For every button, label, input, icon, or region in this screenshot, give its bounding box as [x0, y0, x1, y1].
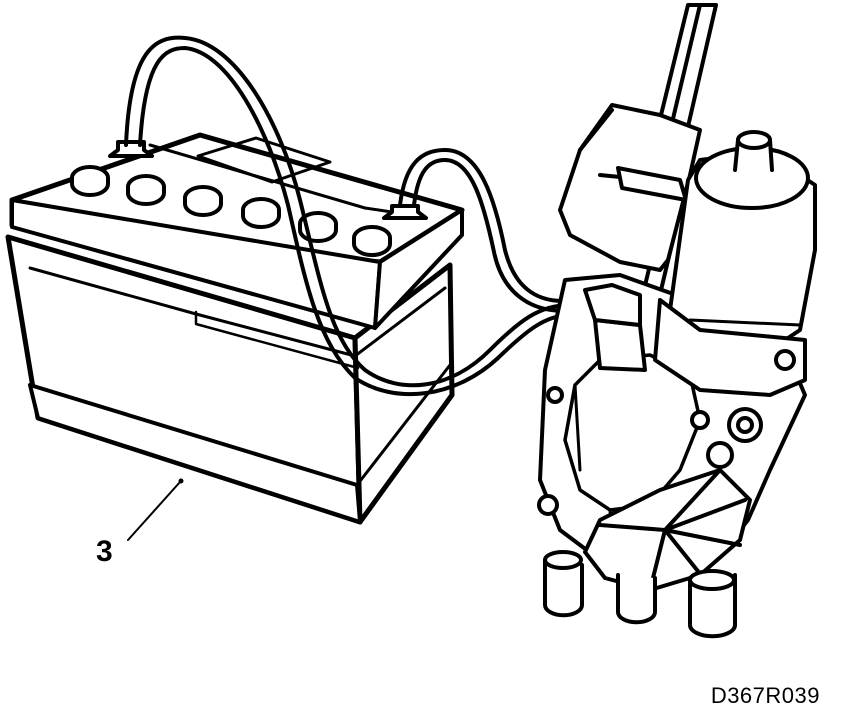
battery — [5, 132, 465, 525]
wiper-motor-assembly — [537, 3, 817, 639]
callout-leader — [127, 478, 184, 541]
cell-caps — [70, 165, 392, 257]
figure-reference-code: D367R039 — [710, 683, 820, 708]
callout-number: 3 — [96, 535, 113, 568]
